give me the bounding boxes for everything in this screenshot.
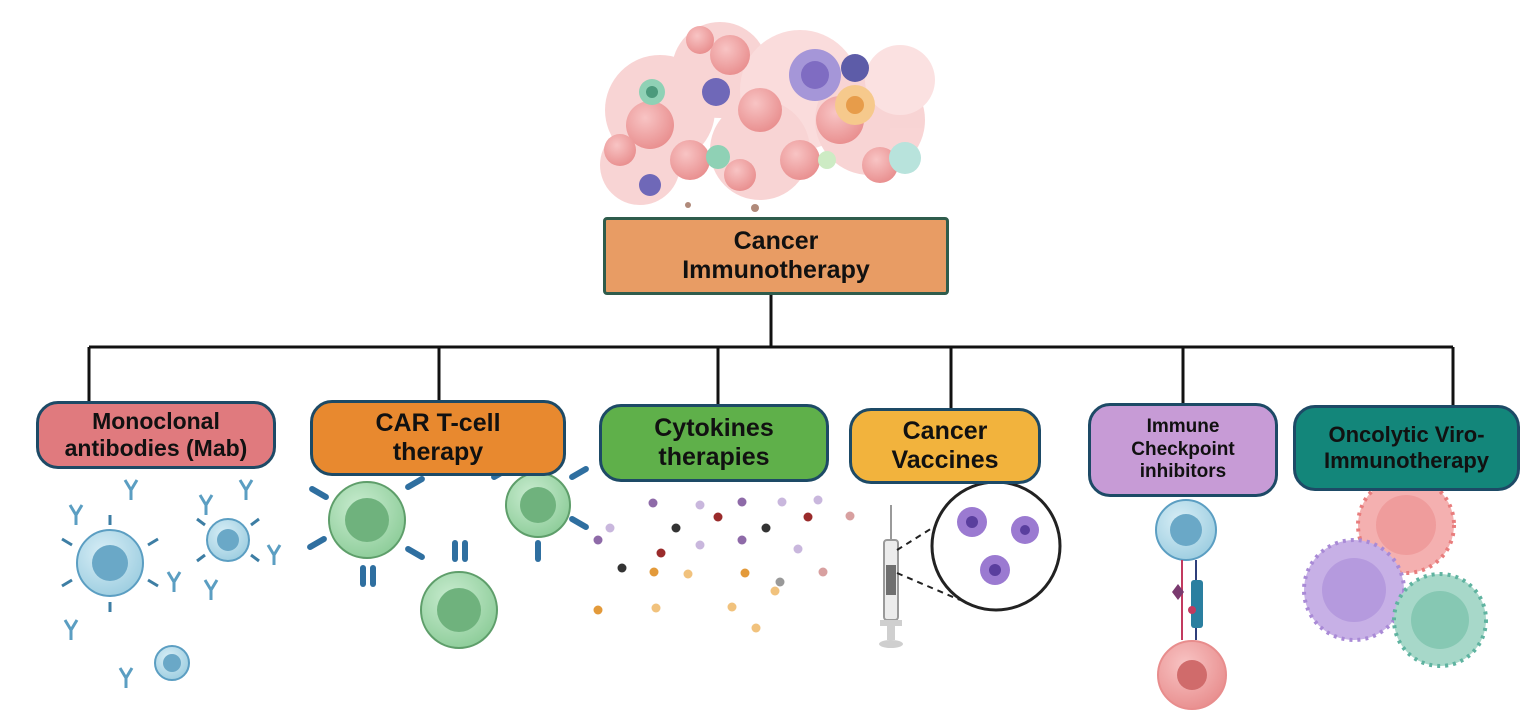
ici-label-line3: inhibitors: [1139, 461, 1227, 483]
cytokine-particle: [737, 497, 747, 507]
oncolytic-viruses-icon: [1302, 475, 1488, 668]
syringe-dendritic-cells-icon: [879, 480, 1062, 648]
vacc-label-line2: Vaccines: [891, 446, 999, 474]
node-cytokines-therapies: Cytokines therapies: [599, 404, 829, 482]
cytokine-particle: [683, 569, 693, 579]
vacc-label-line1: Cancer: [902, 416, 988, 445]
cytokine-particle: [803, 512, 813, 522]
tree-connectors: [87, 294, 1455, 409]
cart-label-line1: CAR T-cell: [375, 408, 501, 437]
root-label-line1: Cancer: [733, 226, 819, 255]
checkpoint-receptor-binding-icon: [1155, 499, 1227, 710]
cytokine-particle: [656, 548, 666, 558]
cytokine-particle: [671, 523, 681, 533]
cytokine-particle: [793, 544, 803, 554]
cytokine-particle: [695, 500, 705, 510]
root-label-line2: Immunotherapy: [682, 256, 870, 284]
cytokine-particle: [845, 511, 855, 521]
ici-label-line2: Checkpoint: [1131, 438, 1235, 460]
cytokine-particle: [818, 567, 828, 577]
ici-label-line1: Immune: [1146, 416, 1220, 438]
cytokine-particle: [751, 623, 761, 633]
antibody-bound-immune-cells-icon: [61, 479, 282, 688]
onco-label-line1: Oncolytic Viro-: [1328, 422, 1485, 448]
cart-label-line2: therapy: [392, 438, 484, 466]
node-monoclonal-antibodies: Monoclonal antibodies (Mab): [36, 401, 276, 469]
cytokine-particle: [770, 586, 780, 596]
cyto-label-line1: Cytokines: [654, 413, 774, 442]
node-immune-checkpoint-inhibitors: Immune Checkpoint inhibitors: [1088, 403, 1278, 497]
root-node: Cancer Immunotherapy: [603, 217, 949, 295]
cytokine-particle: [649, 567, 659, 577]
cytokine-particle: [777, 497, 787, 507]
node-cancer-vaccines: Cancer Vaccines: [849, 408, 1041, 484]
cytokine-particle: [740, 568, 750, 578]
cytokine-particle: [617, 563, 627, 573]
cytokine-particle: [813, 495, 823, 505]
onco-label-line2: Immunotherapy: [1323, 448, 1490, 473]
tumor-microenvironment-icon: [600, 22, 935, 212]
cytokine-particle: [648, 498, 658, 508]
cytokine-particle: [593, 535, 603, 545]
mab-label-line2: antibodies (Mab): [64, 435, 248, 461]
node-car-t-cell-therapy: CAR T-cell therapy: [310, 400, 566, 476]
cytokine-particle: [651, 603, 661, 613]
cytokine-particle: [737, 535, 747, 545]
cytokine-particle: [695, 540, 705, 550]
cytokine-particle: [605, 523, 615, 533]
cytokine-particle: [761, 523, 771, 533]
mab-label-line1: Monoclonal: [92, 407, 220, 434]
cytokine-particle: [713, 512, 723, 522]
cytokine-particle: [727, 602, 737, 612]
cyto-label-line2: therapies: [658, 443, 770, 471]
car-t-cells-icon: [307, 443, 589, 649]
cytokine-particles-icon: [593, 495, 855, 633]
cytokine-particle: [593, 605, 603, 615]
node-oncolytic-viro-immunotherapy: Oncolytic Viro- Immunotherapy: [1293, 405, 1520, 491]
cytokine-particle: [775, 577, 785, 587]
